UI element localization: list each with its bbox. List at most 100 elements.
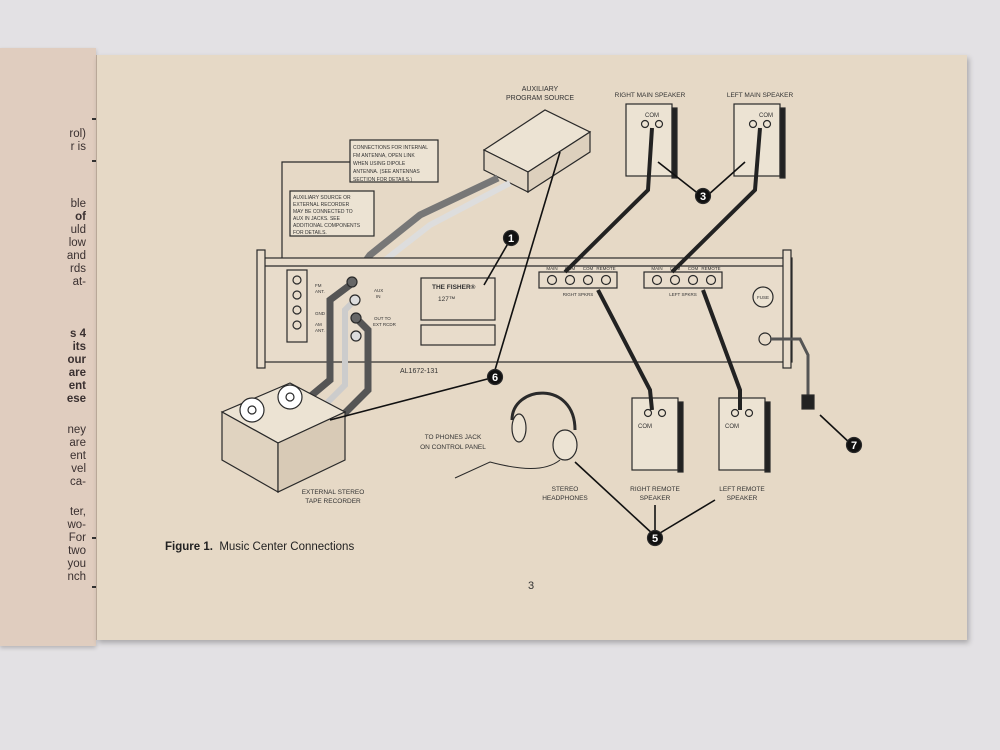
svg-text:EXTERNAL RECORDER: EXTERNAL RECORDER [293, 202, 350, 208]
terminal-label: REMOTE [701, 266, 720, 271]
aux-program-source: AUXILIARY PROGRAM SOURCE [482, 86, 592, 194]
left-page-text-line: s 4 [70, 328, 86, 340]
svg-text:TAPE RECORDER: TAPE RECORDER [305, 498, 361, 505]
left-page-text-line: ble [70, 198, 86, 210]
svg-text:STEREO: STEREO [552, 486, 579, 493]
right-remote-speaker: COM RIGHT REMOTE SPEAKER [630, 397, 684, 502]
callout-marker [646, 529, 664, 547]
terminal-label: COM [688, 266, 699, 271]
left-page-text-line: and [66, 250, 86, 262]
svg-text:RIGHT REMOTE: RIGHT REMOTE [630, 486, 680, 493]
left-page-text-line: wo- [67, 519, 86, 531]
svg-text:HEADPHONES: HEADPHONES [542, 495, 588, 502]
svg-text:THE FISHER®: THE FISHER® [432, 283, 476, 291]
svg-text:ANT.: ANT. [315, 328, 325, 333]
svg-text:COM: COM [645, 113, 659, 119]
speaker-terminal-screw [600, 274, 612, 286]
left-page-text-line: ent [68, 380, 86, 392]
callout-marker [694, 187, 712, 205]
left-page-text-line: at- [72, 276, 86, 288]
speaker-terminal-screw [651, 274, 663, 286]
callout-number: 7 [851, 440, 857, 452]
figure-label: Figure 1. [165, 541, 213, 553]
left-page-text-line: ter, [70, 506, 86, 518]
svg-text:ANTENNA. (SEE ANTENNAS: ANTENNA. (SEE ANTENNAS [353, 169, 420, 175]
terminal-label: MAIN [546, 266, 557, 271]
figure-title: Music Center Connections [219, 541, 355, 553]
svg-text:AUXILIARY SOURCE OR: AUXILIARY SOURCE OR [293, 195, 351, 201]
speaker-terminal-screw [705, 274, 717, 286]
left-page-text-line: rol) [69, 128, 86, 140]
left-page-text-line: are [68, 367, 86, 379]
tape-recorder: EXTERNAL STEREO TAPE RECORDER [220, 382, 365, 505]
svg-text:AUX IN JACKS. SEE: AUX IN JACKS. SEE [293, 216, 341, 222]
svg-text:LEFT REMOTE: LEFT REMOTE [719, 486, 765, 493]
callout-number: 3 [700, 191, 706, 203]
terminal-label: REMOTE [596, 266, 615, 271]
left-page-text-line: ney [67, 424, 86, 436]
binding-stitch [92, 586, 97, 588]
terminal-label: COM [583, 266, 594, 271]
svg-text:LEFT MAIN SPEAKER: LEFT MAIN SPEAKER [727, 92, 794, 99]
left-page-text-line: uld [70, 224, 86, 236]
svg-text:EXTERNAL STEREO: EXTERNAL STEREO [302, 489, 365, 496]
terminal-label: MAIN [651, 266, 662, 271]
svg-text:MAY BE CONNECTED TO: MAY BE CONNECTED TO [293, 209, 353, 215]
callout-number: 6 [492, 372, 498, 384]
left-page-text-line: nch [67, 571, 86, 583]
svg-text:SPEAKER: SPEAKER [640, 495, 671, 502]
left-page-text-line: For [68, 532, 86, 544]
svg-text:AM: AM [315, 322, 322, 327]
svg-text:WHEN USING DIPOLE: WHEN USING DIPOLE [353, 161, 406, 167]
binding-stitch [92, 537, 97, 539]
svg-text:COM: COM [759, 113, 773, 119]
left-page-text-line: are [69, 437, 86, 449]
svg-text:AUXILIARY: AUXILIARY [522, 86, 559, 93]
speaker-terminal-screw [582, 274, 594, 286]
svg-text:COM: COM [638, 424, 652, 430]
speaker-terminal-screw [546, 274, 558, 286]
svg-text:ANT.: ANT. [315, 289, 325, 294]
figure-caption: Figure 1. Music Center Connections [165, 541, 354, 553]
left-page-text-line: rds [70, 263, 86, 275]
svg-text:LEFT SPKRS: LEFT SPKRS [669, 292, 696, 297]
callout-marker [486, 368, 504, 386]
left-page-text-line: our [67, 354, 86, 366]
svg-text:ON CONTROL PANEL: ON CONTROL PANEL [420, 444, 486, 451]
callout-marker [845, 436, 863, 454]
callout-marker [502, 229, 520, 247]
svg-text:RIGHT SPKRS: RIGHT SPKRS [563, 292, 593, 297]
binding-stitch [92, 160, 97, 162]
svg-text:GND: GND [315, 311, 326, 316]
svg-text:FM ANTENNA, OPEN LINK: FM ANTENNA, OPEN LINK [353, 153, 415, 159]
left-page-text-line: ent [70, 450, 86, 462]
svg-text:RIGHT MAIN SPEAKER: RIGHT MAIN SPEAKER [615, 92, 686, 99]
left-page-text-line: vel [71, 463, 86, 475]
callout-number: 1 [508, 233, 514, 245]
svg-text:OUT TO: OUT TO [374, 316, 391, 321]
left-page-text-line: of [75, 211, 86, 223]
svg-text:IN: IN [376, 294, 381, 299]
svg-text:ADDITIONAL COMPONENTS: ADDITIONAL COMPONENTS [293, 223, 361, 229]
page-number: 3 [528, 580, 535, 592]
note-aux-source: AUXILIARY SOURCE OR EXTERNAL RECORDER MA… [289, 190, 375, 237]
svg-text:CONNECTIONS FOR INTERNAL: CONNECTIONS FOR INTERNAL [353, 145, 428, 151]
svg-text:FM: FM [315, 283, 322, 288]
stereo-headphones: TO PHONES JACK ON CONTROL PANEL STEREO H… [420, 391, 588, 502]
svg-text:127™: 127™ [438, 296, 455, 303]
receiver-back-panel: FM ANT. GND AM ANT. AUX IN OUT TO EXT RC… [256, 249, 793, 375]
svg-text:AUX: AUX [374, 288, 383, 293]
left-page-text-line: ca- [70, 476, 86, 488]
svg-text:FUSE: FUSE [757, 295, 769, 300]
callout-number: 5 [652, 533, 658, 545]
svg-text:TO PHONES JACK: TO PHONES JACK [425, 434, 482, 441]
left-page-text-line: its [72, 341, 86, 353]
svg-text:PROGRAM SOURCE: PROGRAM SOURCE [506, 95, 574, 102]
left-page-text-line: ese [66, 393, 86, 405]
binding-stitch [92, 118, 97, 120]
svg-text:COM: COM [725, 424, 739, 430]
left-page-text-line: you [67, 558, 86, 570]
svg-text:AL1672-131: AL1672-131 [400, 368, 438, 375]
